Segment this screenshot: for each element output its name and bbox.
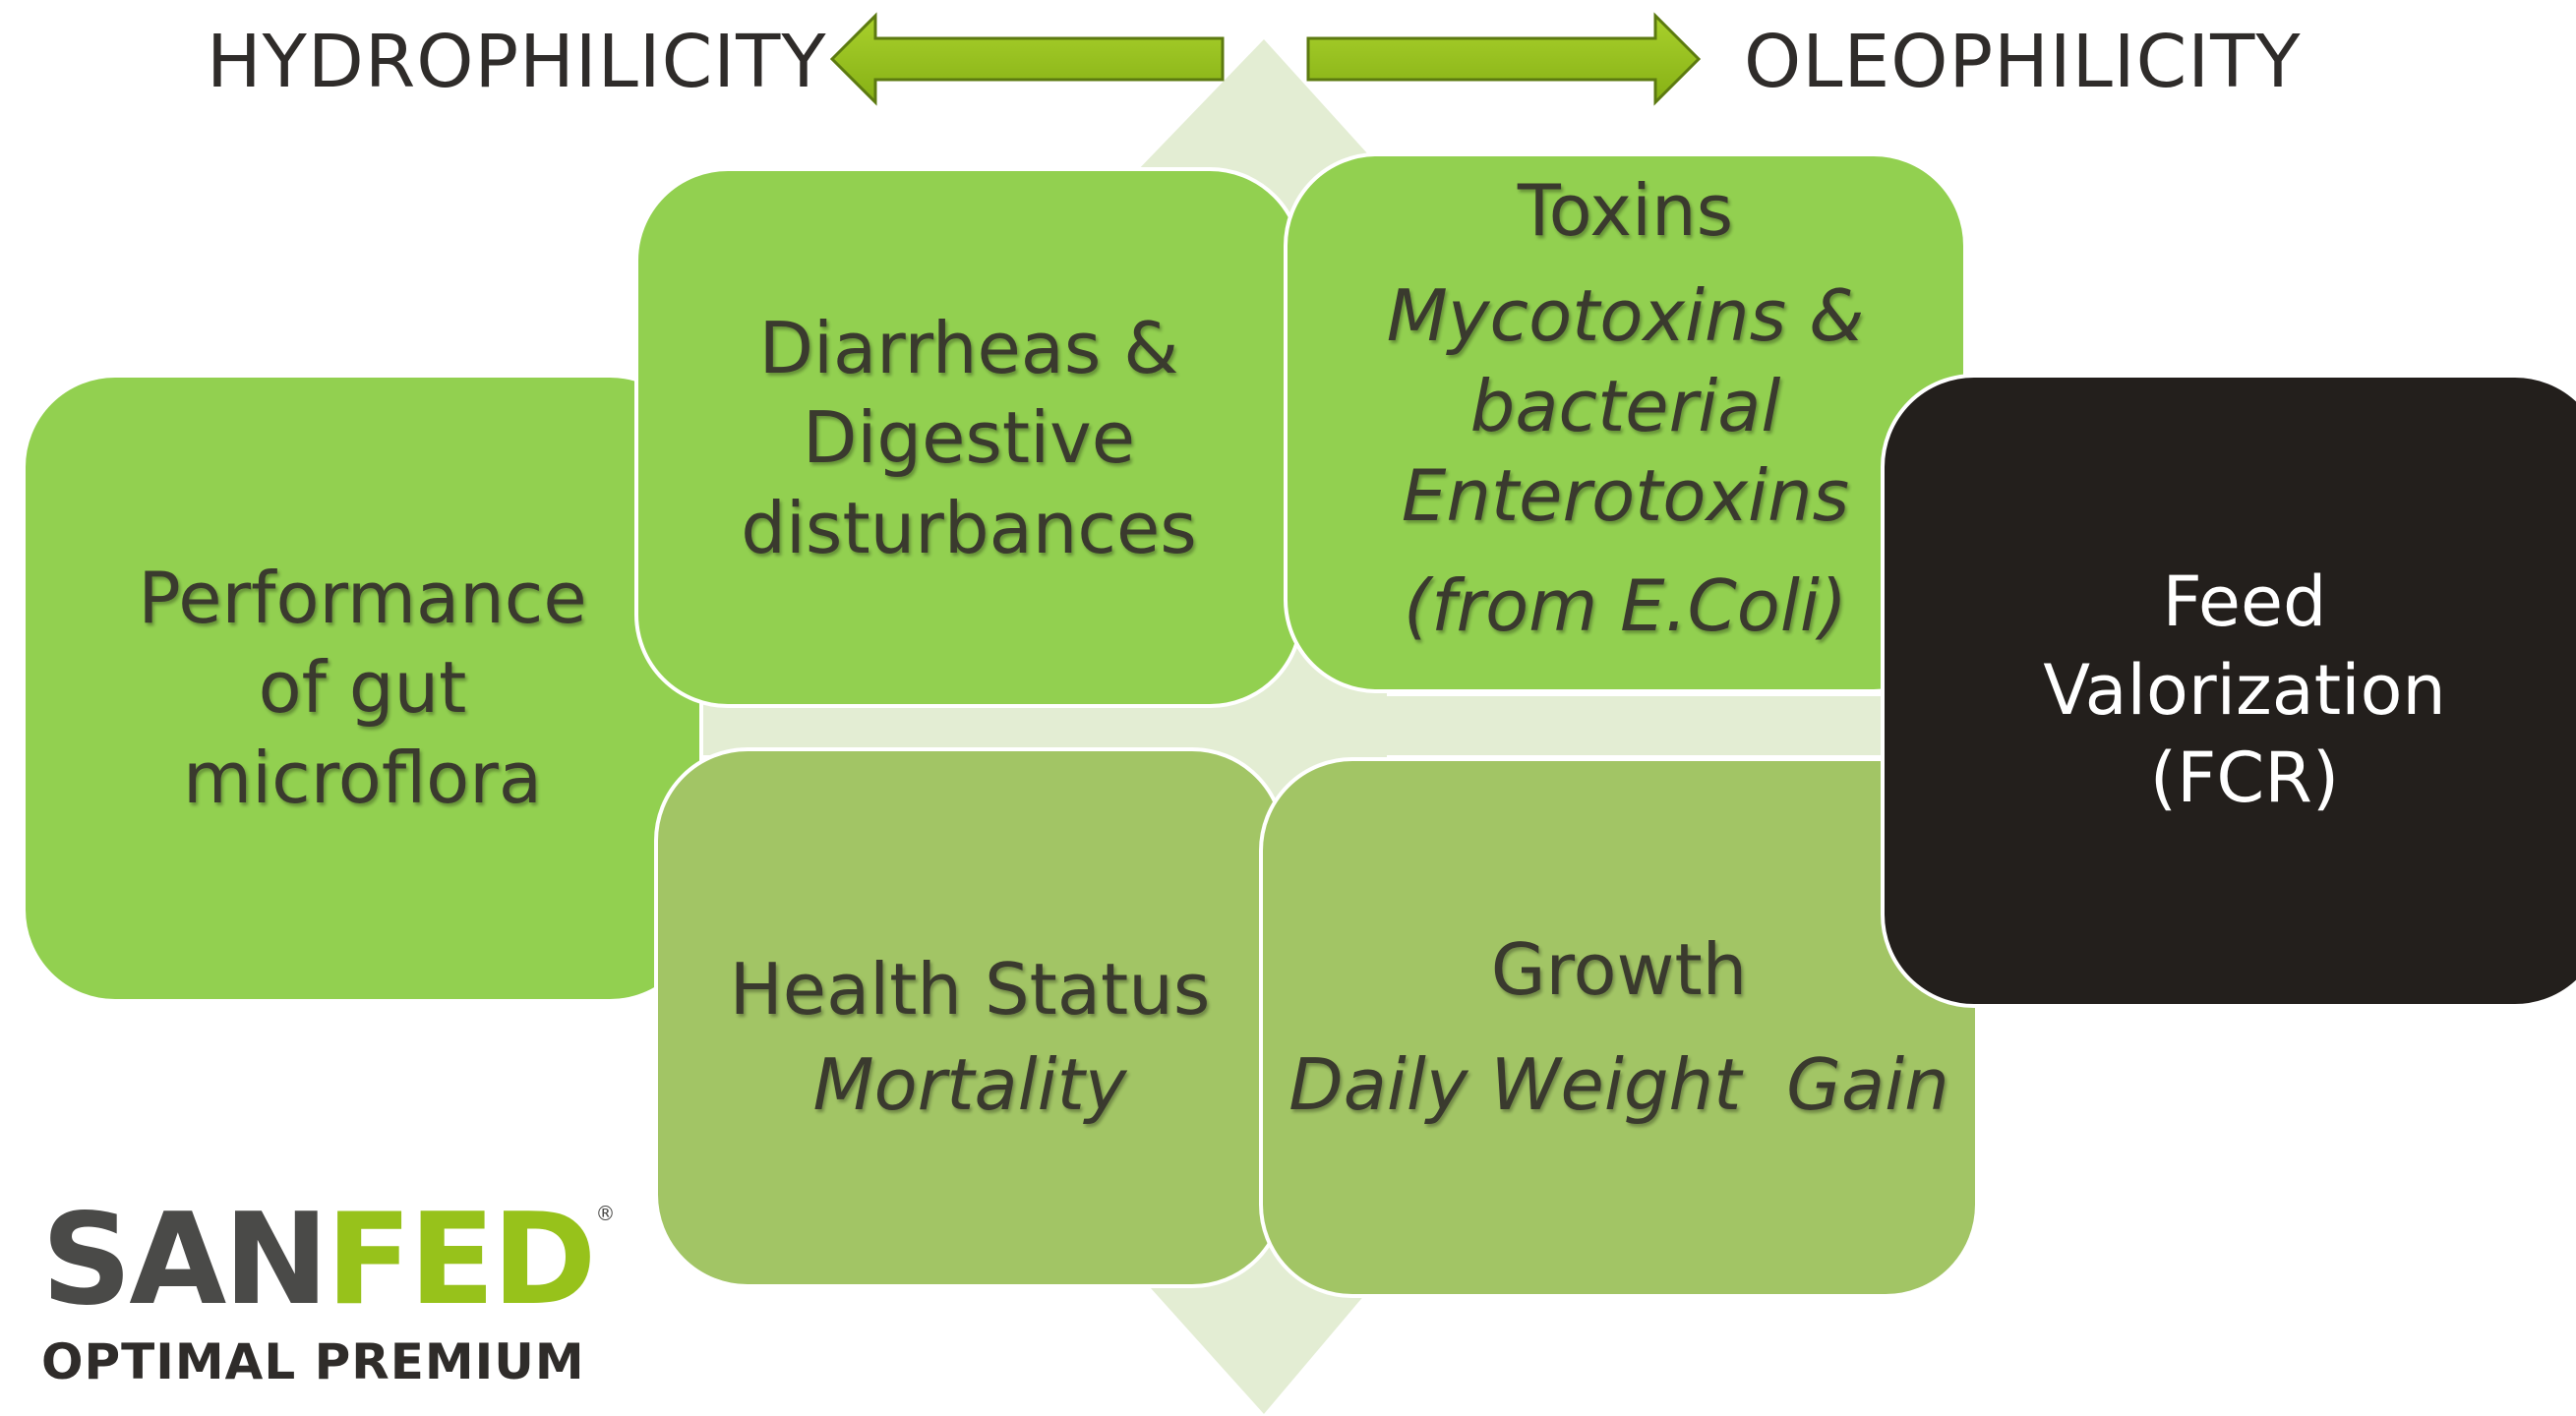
box-growth: Growth Daily Weight Gain: [1259, 757, 1979, 1298]
toxins-line-2: bacterial: [1469, 364, 1781, 447]
gut-line-2: of gut: [258, 646, 467, 730]
growth-subtitle: Daily Weight Gain: [1288, 1043, 1949, 1126]
box-toxins: Toxins Mycotoxins & bacterial Enterotoxi…: [1284, 152, 1967, 693]
logo-tagline: OPTIMAL PREMIUM: [41, 1333, 585, 1390]
box-gut-microflora: Performance of gut microflora: [22, 374, 703, 1003]
feed-line-3: (FCR): [2149, 738, 2340, 819]
logo-fed: FED: [326, 1187, 596, 1333]
feed-line-2: Valorization: [2043, 649, 2446, 731]
diarrheas-line-2: Digestive: [802, 396, 1136, 480]
diarrheas-line-1: Diarrheas &: [758, 307, 1179, 389]
health-title: Health Status: [729, 947, 1211, 1031]
box-feed-valorization: Feed Valorization (FCR): [1881, 374, 2576, 1008]
toxins-line-3: Enterotoxins: [1401, 454, 1850, 538]
diarrheas-line-3: disturbances: [741, 486, 1197, 569]
health-subtitle: Mortality: [812, 1043, 1127, 1126]
hydrophilicity-label: HYDROPHILICITY: [207, 20, 827, 104]
toxins-line-1: Mycotoxins &: [1386, 274, 1865, 358]
growth-title: Growth: [1490, 927, 1748, 1011]
oleophilicity-label: OLEOPHILICITY: [1744, 20, 2302, 104]
logo-registered-mark: ®: [595, 1202, 616, 1225]
toxins-note: (from E.Coli): [1404, 563, 1847, 647]
feed-line-1: Feed: [2162, 561, 2327, 643]
left-arrow-icon: [829, 12, 1225, 106]
gut-line-1: Performance: [138, 556, 587, 639]
box-health-status: Health Status Mortality: [654, 747, 1286, 1288]
logo-san: SAN: [41, 1187, 329, 1333]
right-arrow-icon: [1306, 12, 1702, 106]
gut-line-3: microflora: [183, 736, 542, 819]
sanfed-logo: SAN FED ® OPTIMAL PREMIUM: [41, 1187, 616, 1391]
toxins-title: Toxins: [1517, 169, 1734, 252]
box-diarrheas: Diarrheas & Digestive disturbances: [634, 167, 1303, 708]
